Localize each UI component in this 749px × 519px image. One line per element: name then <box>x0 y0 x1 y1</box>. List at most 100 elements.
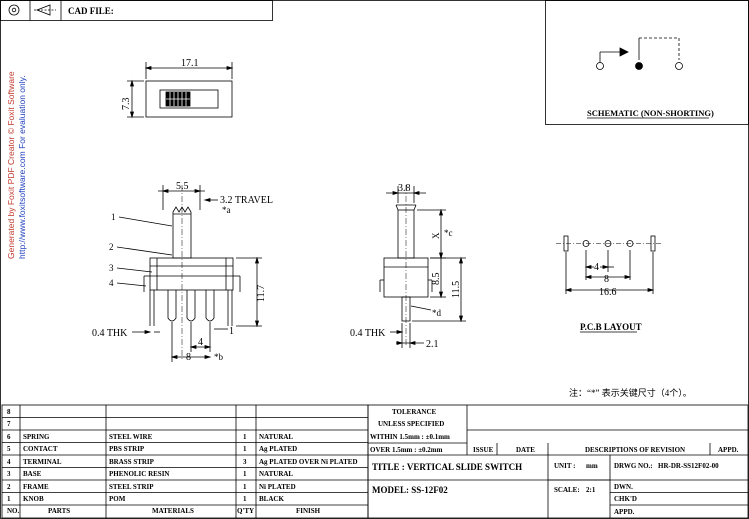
side-star-a: *a <box>222 205 231 215</box>
bom-cell-parts: SPRING <box>23 432 50 441</box>
callout-2: 2 <box>109 242 114 252</box>
front-view: 17.1 7.3 <box>121 58 234 119</box>
side-height-dim: 11.7 <box>256 285 267 302</box>
drawing-number-label: DRWG NO.: <box>614 462 653 470</box>
schematic-box: SCHEMATIC (NON-SHORTING) <box>545 0 749 125</box>
bom-cell-materials: BRASS STRIP <box>109 457 154 466</box>
schematic-terminal-left <box>596 62 604 70</box>
schematic-title: SCHEMATIC (NON-SHORTING) <box>587 108 714 118</box>
front-height-dim: 7.3 <box>121 98 132 111</box>
bom-cell-materials: POM <box>109 495 126 503</box>
bom-cell-no: 4 <box>7 457 11 466</box>
end-star-c: *c <box>444 228 453 238</box>
end-x-label: X <box>431 232 441 239</box>
cad-file-label: CAD FILE: <box>68 6 114 16</box>
bom-cell-no: 8 <box>7 407 11 416</box>
appd-label: APPD. <box>614 508 635 516</box>
side-thk: 0.4 THK <box>92 328 128 339</box>
bom-header-no: NO. <box>7 507 20 515</box>
side-dim-1: 1 <box>229 326 234 337</box>
side-dim-8: 8 <box>186 352 191 363</box>
bom-cell-finish: Ag PLATED OVER Ni PLATED <box>259 457 358 466</box>
date-header: DATE <box>516 446 535 454</box>
scale-label: SCALE: <box>554 486 580 494</box>
end-dim-115: 11.5 <box>451 281 462 298</box>
callout-4: 4 <box>109 278 114 288</box>
bom-cell-no: 6 <box>7 432 11 441</box>
unit-value: mm <box>586 462 598 470</box>
bom-cell-materials: PBS STRIP <box>109 445 145 453</box>
bom-cell-no: 2 <box>7 482 11 491</box>
unless-specified-label: UNLESS SPECIFIED <box>378 420 445 428</box>
key-dimension-note: 注：“*” 表示关键尺寸（4个）。 <box>569 387 692 398</box>
bom-cell-qty: 1 <box>243 470 247 478</box>
bom-cell-qty: 1 <box>243 445 247 453</box>
end-dim-85: 8.5 <box>431 273 442 286</box>
end-top-dim: 3.8 <box>398 183 411 194</box>
bom-cell-finish: NATURAL <box>259 470 294 478</box>
pcb-dim-166: 16.6 <box>599 287 617 298</box>
watermark-line1: Generated by Foxit PDF Creator © Foxit S… <box>6 71 16 259</box>
end-view: 3.8 X *c 8.5 11.5 *d 0.4 THK 2.1 <box>350 183 466 350</box>
tolerance-label: TOLERANCE <box>392 408 437 416</box>
bom-cell-qty: 1 <box>243 432 247 441</box>
bom-cell-qty: 1 <box>243 495 247 503</box>
model-label: MODEL: SS-12F02 <box>372 485 448 495</box>
bom-cell-finish: BLACK <box>259 495 284 503</box>
bom-cell-parts: BASE <box>23 470 42 478</box>
drawing-number-value: HR-DR-SS12F02-00 <box>658 462 719 470</box>
side-dim-4: 4 <box>198 337 203 348</box>
side-travel: 3.2 TRAVEL <box>220 195 273 206</box>
bom-cell-qty: 1 <box>243 482 247 491</box>
unit-label: UNIT : <box>554 462 576 470</box>
issue-header: ISSUE <box>473 446 494 454</box>
side-star-b: *b <box>214 352 224 362</box>
bom-cell-no: 1 <box>7 495 11 503</box>
callout-1: 1 <box>111 212 116 222</box>
bom-header-finish: FINISH <box>296 507 321 515</box>
bom-cell-materials: STEEL STRIP <box>109 482 154 491</box>
pcb-dim-4: 4 <box>594 262 599 273</box>
appd-header: APPD. <box>718 446 739 454</box>
bom-header-materials: MATERIALS <box>152 507 194 515</box>
within-tolerance: WITHIN 1.5mm : ±0.1mm <box>370 433 450 441</box>
bom-cell-parts: TERMINAL <box>23 457 62 466</box>
bom-cell-no: 3 <box>7 470 11 478</box>
front-width-dim: 17.1 <box>181 58 199 69</box>
bom-header-qty: Q'TY <box>237 507 255 515</box>
end-star-d: *d <box>432 308 442 318</box>
bom-cell-parts: FRAME <box>23 482 49 491</box>
drawing-title: TITLE : VERTICAL SLIDE SWITCH <box>372 462 523 472</box>
bom-cell-finish: Ni PLATED <box>259 482 296 491</box>
pcb-title: P.C.B LAYOUT <box>580 322 642 332</box>
projection-circle-icon <box>8 4 20 16</box>
callout-3: 3 <box>109 263 114 273</box>
title-block <box>367 404 749 519</box>
side-top-dim: 5.5 <box>176 181 189 192</box>
over-tolerance: OVER 1.5mm : ±0.2mm <box>370 446 443 454</box>
bom-cell-no: 7 <box>7 420 11 428</box>
end-thk: 0.4 THK <box>350 328 386 339</box>
bom-cell-parts: CONTACT <box>23 445 58 453</box>
bom-cell-finish: Ag PLATED <box>259 445 298 453</box>
bom-cell-parts: KNOB <box>23 495 44 503</box>
bom-cell-qty: 3 <box>243 457 247 466</box>
pcb-dim-8: 8 <box>604 274 609 285</box>
bom-cell-no: 5 <box>7 445 11 453</box>
dwn-label: DWN. <box>614 483 633 491</box>
bom-cell-materials: PHENOLIC RESIN <box>109 470 170 478</box>
end-dim-21: 2.1 <box>426 339 439 350</box>
pcb-layout: 4 8 16.6 P.C.B LAYOUT <box>556 235 662 333</box>
schematic-terminal-common <box>635 62 643 70</box>
cad-file-header: CAD FILE: <box>0 0 273 21</box>
schematic-terminal-right <box>675 62 683 70</box>
bom-header-parts: PARTS <box>48 507 71 515</box>
watermark-line2: http://www.foxitsoftware.com For evaluat… <box>17 75 27 259</box>
chkd-label: CHK'D <box>614 495 637 503</box>
descriptions-header: DESCRIPTIONS OF REVISION <box>585 446 686 454</box>
side-view: 5.5 3.2 TRAVEL *a 1 2 3 4 11.7 0.4 THK 1 <box>92 181 273 363</box>
bom-cell-materials: STEEL WIRE <box>109 432 153 441</box>
scale-value: 2:1 <box>586 486 596 494</box>
